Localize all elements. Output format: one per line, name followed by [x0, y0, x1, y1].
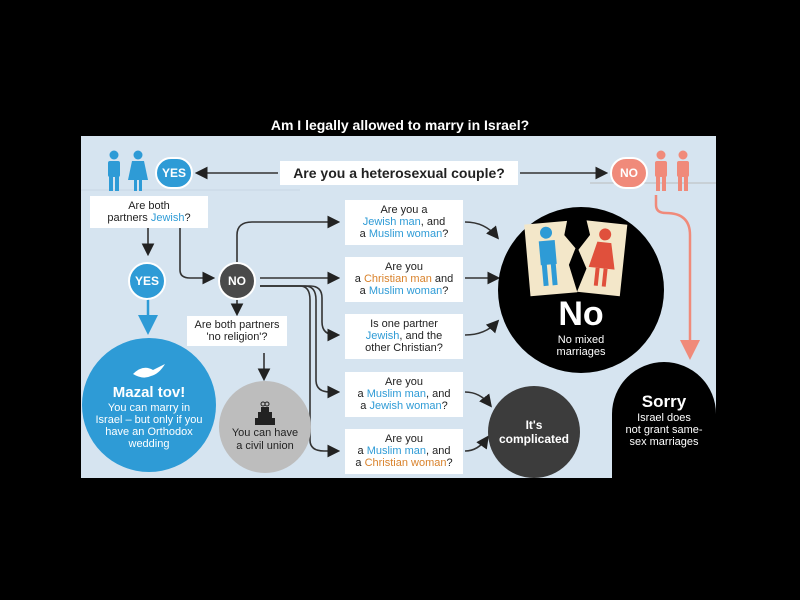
question-muslim-man-jewish-woman: Are you a Muslim man, and a Jewish woman… [345, 372, 463, 417]
outcome-sorry: Sorry Israel does not grant same- sex ma… [612, 362, 716, 478]
arrow-q4 [260, 285, 341, 399]
question-christian-man-muslim-woman: Are you a Christian man and a Muslim wom… [345, 257, 463, 302]
no-heading: No [558, 295, 604, 333]
question-jewish-christian: Is one partner Jewish, and the other Chr… [345, 314, 463, 359]
dove-icon [133, 364, 165, 378]
arrow-q3 [260, 285, 341, 342]
question-heterosexual: Are you a heterosexual couple? [280, 161, 518, 185]
page-title: Am I legally allowed to marry in Israel? [270, 117, 530, 133]
no-jewish-badge: NO [218, 262, 256, 300]
yes-jewish-badge: YES [128, 262, 166, 300]
arrow-q5 [260, 285, 341, 458]
no-mixed-line1: No mixed [557, 334, 605, 346]
yes-hetero-badge: YES [155, 157, 193, 189]
arrow-q3-no [464, 319, 500, 336]
outcome-civil-union: You can have a civil union [219, 381, 311, 473]
arrow-to-no-circle [179, 228, 216, 285]
outcome-complicated: It's complicated [488, 386, 580, 478]
question-both-jewish: Are both partners Jewish? [90, 196, 208, 228]
question-jewish-man-muslim-woman: Are you a Jewish man, and a Muslim woman… [345, 200, 463, 245]
arrow-to-sorry [654, 195, 700, 360]
outcome-mazal-tov: Mazal tov! You can marry in Israel – but… [82, 338, 216, 472]
arrow-q4-comp [464, 391, 492, 408]
arrow-q1-no [464, 221, 500, 240]
question-no-religion: Are both partners 'no religion'? [187, 316, 287, 346]
arrow-q5-comp [464, 435, 489, 452]
no-mixed-line2: marriages [556, 346, 606, 358]
question-muslim-man-christian-woman: Are you a Muslim man, and a Christian wo… [345, 429, 463, 474]
arrow-q1 [236, 215, 341, 265]
no-hetero-badge: NO [610, 157, 648, 189]
wedding-cake-icon [255, 401, 275, 425]
